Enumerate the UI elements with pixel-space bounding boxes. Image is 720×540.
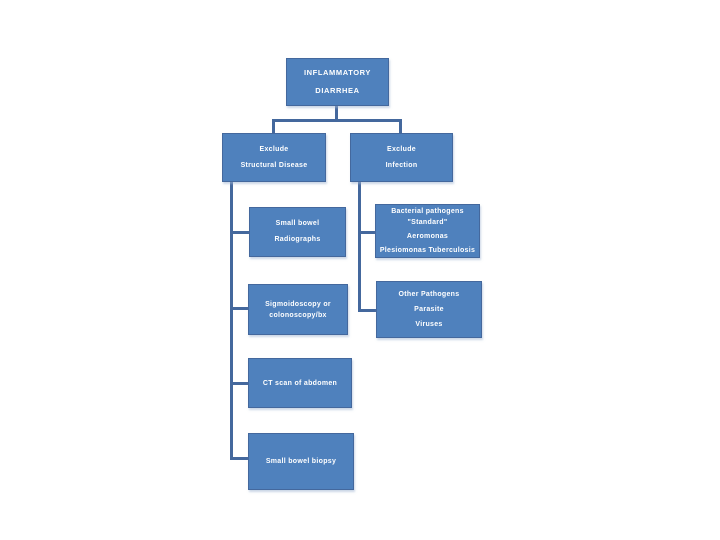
connector-stub-bacterial bbox=[358, 231, 376, 234]
node-sigmoidoscopy-colonoscopy: Sigmoidoscopy or colonoscopy/bx bbox=[248, 284, 348, 335]
node-text-line: Aeromonas bbox=[406, 233, 449, 240]
node-text-line: Bacterial pathogens bbox=[391, 208, 464, 215]
node-text-line: "Standard" bbox=[407, 219, 448, 226]
node-exclude-infection: Exclude Infection bbox=[350, 133, 453, 182]
connector-stub-sigmoidoscopy bbox=[230, 307, 249, 310]
node-text-line: Infection bbox=[385, 161, 418, 169]
node-other-pathogens: Other Pathogens Parasite Viruses bbox=[376, 281, 482, 338]
connector-top-stem bbox=[335, 106, 338, 122]
connector-stub-small-bowel bbox=[230, 231, 249, 234]
node-text-line: Structural Disease bbox=[240, 161, 308, 169]
connector-drop-left bbox=[272, 119, 275, 133]
node-small-bowel-biopsy: Small bowel biopsy bbox=[248, 433, 354, 490]
node-text-line: Other Pathogens bbox=[398, 291, 460, 298]
node-text-line: Radiographs bbox=[274, 236, 321, 243]
node-text-line: Small bowel biopsy bbox=[265, 458, 337, 465]
connector-rail-right bbox=[358, 182, 361, 312]
node-ct-scan-abdomen: CT scan of abdomen bbox=[248, 358, 352, 408]
connector-rail-left bbox=[230, 182, 233, 460]
node-inflammatory-diarrhea: INFLAMMATORY DIARRHEA bbox=[286, 58, 389, 106]
connector-stub-biopsy bbox=[230, 457, 249, 460]
connector-stub-other-pathogens bbox=[358, 309, 377, 312]
node-text-line: Exclude bbox=[259, 145, 289, 153]
node-text-line: DIARRHEA bbox=[315, 86, 360, 95]
node-text-line: Sigmoidoscopy or bbox=[265, 300, 331, 308]
connector-top-bar bbox=[272, 119, 402, 122]
node-text-line: Exclude bbox=[387, 145, 416, 153]
node-text-line: Small bowel bbox=[275, 220, 320, 227]
node-exclude-structural-disease: Exclude Structural Disease bbox=[222, 133, 326, 182]
node-text-line: INFLAMMATORY bbox=[303, 68, 372, 77]
node-text-line: CT scan of abdomen bbox=[262, 379, 338, 387]
node-text-line: Plesiomonas Tuberculosis bbox=[379, 247, 476, 254]
node-bacterial-pathogens: Bacterial pathogens "Standard" Aeromonas… bbox=[375, 204, 480, 258]
node-text-line: Parasite bbox=[414, 306, 444, 313]
node-text-line: colonoscopy/bx bbox=[269, 311, 327, 319]
node-small-bowel-radiographs: Small bowel Radiographs bbox=[249, 207, 346, 257]
connector-drop-right bbox=[399, 119, 402, 133]
connector-stub-ct-scan bbox=[230, 382, 249, 385]
node-text-line: Viruses bbox=[415, 321, 443, 328]
